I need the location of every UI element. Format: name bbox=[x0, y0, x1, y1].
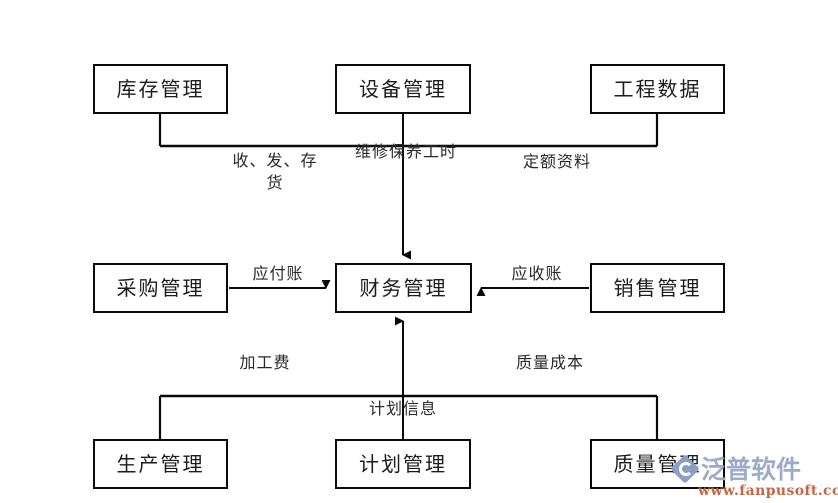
node-inventory-label: 库存管理 bbox=[116, 77, 205, 101]
edge-label-maintenance-hours: 维修保养工时 bbox=[354, 142, 457, 161]
edge-label-processing-fee: 加工费 bbox=[239, 353, 291, 372]
node-quality[interactable]: 质量管理 bbox=[590, 439, 725, 489]
node-inventory[interactable]: 库存管理 bbox=[93, 64, 228, 114]
node-finance-label: 财务管理 bbox=[359, 276, 448, 300]
watermark: 泛普软件 www.fanpusoft.com bbox=[670, 441, 838, 499]
node-purchasing-label: 采购管理 bbox=[116, 276, 205, 300]
edge-label-quota-data: 定额资料 bbox=[522, 152, 591, 171]
node-engineering-label: 工程数据 bbox=[613, 77, 702, 101]
node-planning-label: 计划管理 bbox=[359, 452, 447, 476]
node-engineering[interactable]: 工程数据 bbox=[590, 64, 725, 114]
node-equipment-label: 设备管理 bbox=[359, 77, 447, 101]
edge-label-quality-cost: 质量成本 bbox=[515, 353, 584, 372]
watermark-url-text: www.fanpusoft.com bbox=[698, 483, 838, 499]
node-sales-label: 销售管理 bbox=[613, 276, 702, 300]
node-planning[interactable]: 计划管理 bbox=[335, 439, 471, 489]
edge-label-accounts-payable: 应付账 bbox=[252, 264, 304, 283]
edge-label-receipt-issue-stock: 收、发、存 货 bbox=[232, 151, 318, 192]
node-production[interactable]: 生产管理 bbox=[93, 439, 228, 489]
node-production-label: 生产管理 bbox=[116, 452, 205, 476]
node-purchasing[interactable]: 采购管理 bbox=[93, 263, 228, 313]
node-equipment[interactable]: 设备管理 bbox=[335, 64, 471, 114]
edge-label-accounts-receivable: 应收账 bbox=[511, 264, 563, 283]
watermark-brand-text: 泛普软件 bbox=[701, 454, 802, 484]
watermark-brand-row: 泛普软件 bbox=[670, 454, 802, 484]
fanpu-logo-icon bbox=[670, 454, 700, 484]
node-finance[interactable]: 财务管理 bbox=[335, 263, 472, 313]
edge-label-plan-information: 计划信息 bbox=[368, 399, 437, 418]
node-sales[interactable]: 销售管理 bbox=[590, 263, 725, 313]
